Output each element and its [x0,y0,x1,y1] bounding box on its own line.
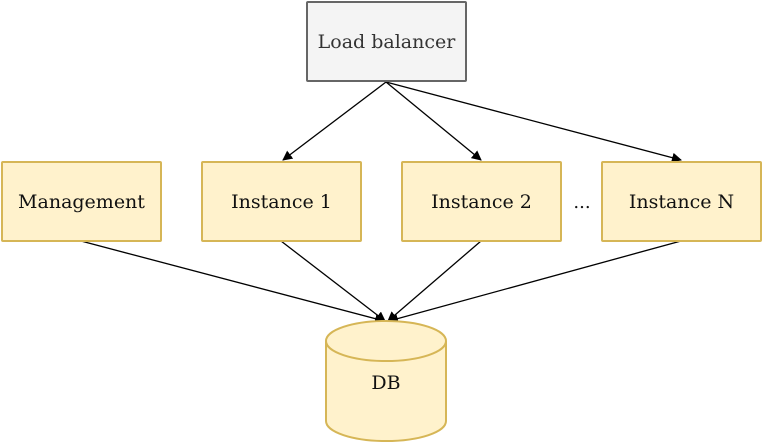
ellipsis-label: ... [573,191,591,213]
db-label: DB [371,372,401,394]
edge-lb-to-instance-2 [385,81,482,161]
edge-lb-to-instance-1 [282,81,387,161]
instance-1-node: Instance 1 [201,161,362,242]
db-cylinder [325,320,447,442]
instance-2-label: Instance 2 [431,190,532,213]
instance-n-node: Instance N [601,161,762,242]
edge-lb-to-instance-n [385,81,682,163]
load-balancer-node: Load balancer [306,1,467,82]
edge-instance-1-to-db [280,240,386,322]
instance-2-node: Instance 2 [401,161,562,242]
management-node: Management [1,161,162,242]
instance-1-label: Instance 1 [231,190,332,213]
edge-instance-2-to-db [387,240,482,322]
edge-instance-n-to-db [388,240,682,324]
edge-management-to-db [80,240,385,324]
load-balancer-label: Load balancer [317,30,456,53]
management-label: Management [18,190,145,213]
instance-n-label: Instance N [628,190,735,213]
